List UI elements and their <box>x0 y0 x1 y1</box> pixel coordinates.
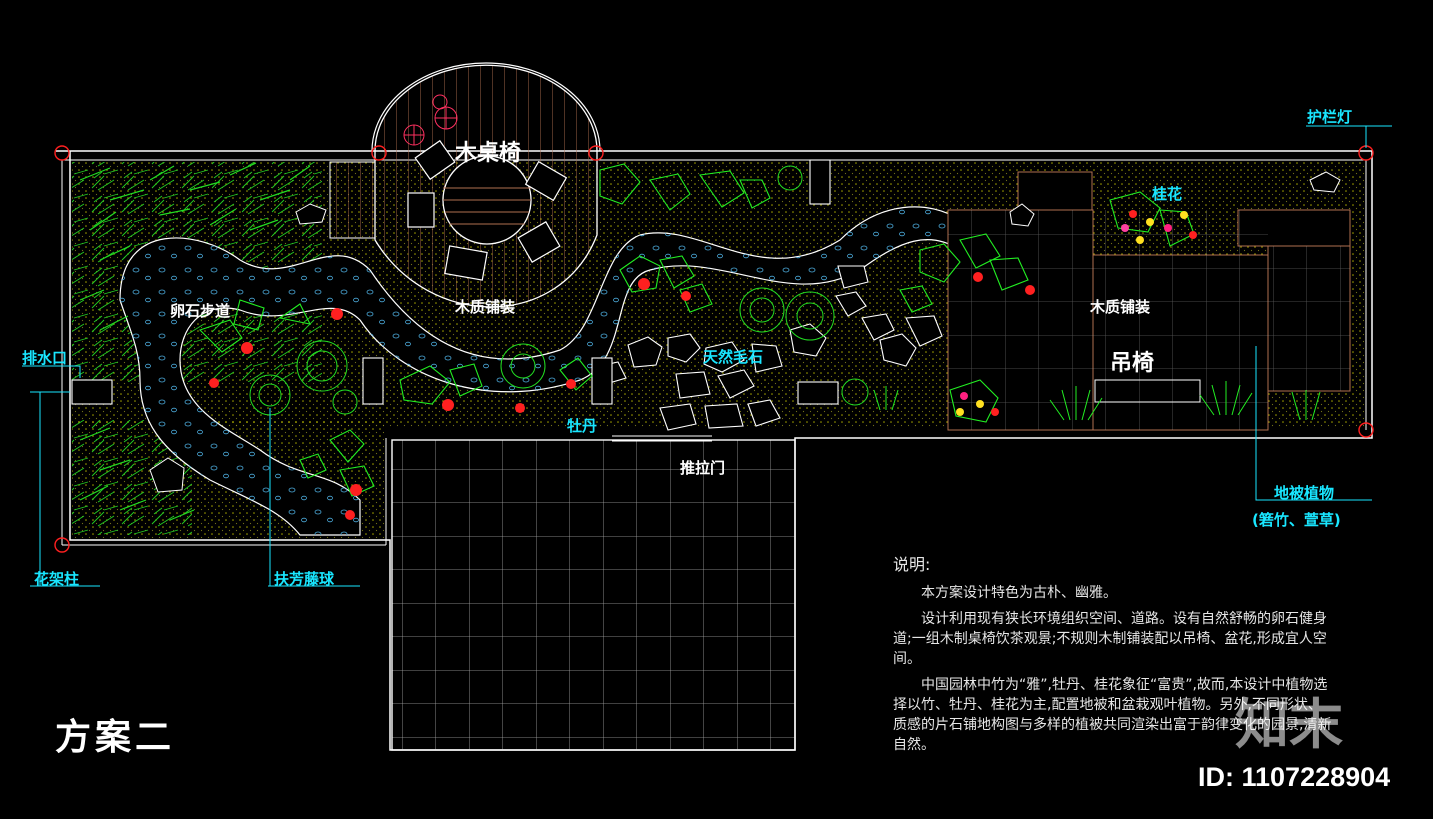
label-wood-paving-left: 木质铺装 <box>455 298 516 316</box>
label-natural-stone: 天然毛石 <box>703 348 764 366</box>
design-notes: 说明: 本方案设计特色为古朴、幽雅。 设计利用现有狭长环境组织空间、道路。设有自… <box>893 555 1333 761</box>
bamboo-leaves <box>79 162 311 521</box>
rocks <box>149 171 1341 493</box>
notes-paragraph-2: 设计利用现有狭长环境组织空间、道路。设有自然舒畅的卵石健身道;一组木制桌椅饮茶观… <box>893 611 1327 667</box>
notes-paragraph-1: 本方案设计特色为古朴、幽雅。 <box>921 585 1117 601</box>
umbrella-trees <box>403 94 458 146</box>
green-foliage <box>198 163 1195 497</box>
wood-chairs <box>407 139 568 281</box>
pebble-path <box>119 206 961 536</box>
post-boxes <box>71 159 839 405</box>
round-table <box>442 155 532 245</box>
label-ground-cover: 地被植物 <box>1274 484 1335 502</box>
natural-stones <box>599 265 943 431</box>
label-sliding-door: 推拉门 <box>680 459 726 477</box>
label-peony: 牡丹 <box>567 417 598 435</box>
railing-lights <box>54 145 1374 553</box>
label-drain: 排水口 <box>22 349 68 367</box>
watermark-id: ID: 1107228904 <box>1198 762 1391 792</box>
label-pebble-path: 卵石步道 <box>170 302 231 320</box>
label-osmanthus: 桂花 <box>1152 185 1183 203</box>
peony-flowers <box>209 272 1035 520</box>
paved-terrace <box>391 435 796 751</box>
notes-title: 说明: <box>893 555 931 574</box>
ground-cover-grass <box>873 381 1321 421</box>
label-wood-table: 木桌椅 <box>455 141 522 166</box>
label-vine-ball: 扶芳藤球 <box>274 570 335 588</box>
osmanthus-flowers <box>956 210 1197 416</box>
label-railing-light: 护栏灯 <box>1307 108 1353 126</box>
watermark-logo: 知末 <box>1235 693 1343 756</box>
label-wood-paving-right: 木质铺装 <box>1090 298 1151 316</box>
plan-title: 方案二 <box>55 716 176 758</box>
label-pergola-post: 花架柱 <box>34 570 80 588</box>
leader-lines <box>22 125 1392 587</box>
label-ground-cover-sub: (箬竹、萱草) <box>1252 511 1341 529</box>
notes-paragraph-3: 中国园林中竹为“雅”,牡丹、桂花象征“富贵”,故而,本设计中植物选择以竹、牡丹、… <box>893 677 1332 753</box>
shrub-clusters <box>249 165 869 416</box>
label-hanging-chair: 吊椅 <box>1110 351 1155 376</box>
